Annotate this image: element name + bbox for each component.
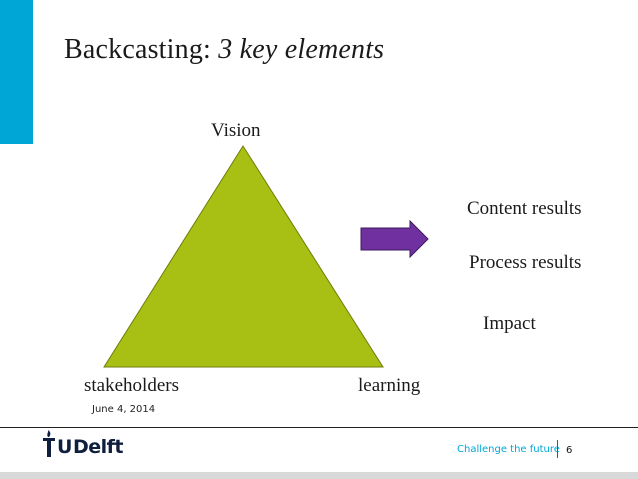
footer-separator [557, 440, 558, 458]
page-number: 6 [566, 445, 573, 456]
process-results-label: Process results [469, 252, 582, 273]
title-italic: 3 key elements [218, 34, 385, 65]
impact-label: Impact [483, 313, 536, 334]
logo-delft: Delft [72, 436, 124, 458]
tudelft-logo-text: UDelft [57, 436, 123, 458]
content-results-label: Content results [467, 198, 582, 219]
elements-triangle [103, 145, 384, 368]
tudelft-flame-icon [43, 430, 55, 457]
slide-date: June 4, 2014 [92, 404, 156, 415]
tagline: Challenge the future [457, 444, 560, 455]
learning-label: learning [358, 375, 421, 396]
accent-bar [0, 0, 33, 144]
slide-title: Backcasting: 3 key elements [64, 34, 384, 66]
footer-divider-line [0, 427, 638, 428]
right-arrow [360, 219, 429, 259]
stakeholders-label: stakeholders [84, 375, 179, 396]
vision-label: Vision [211, 120, 261, 141]
bottom-strip [0, 472, 638, 479]
logo-u: U [57, 436, 72, 458]
title-main: Backcasting: [64, 34, 219, 65]
